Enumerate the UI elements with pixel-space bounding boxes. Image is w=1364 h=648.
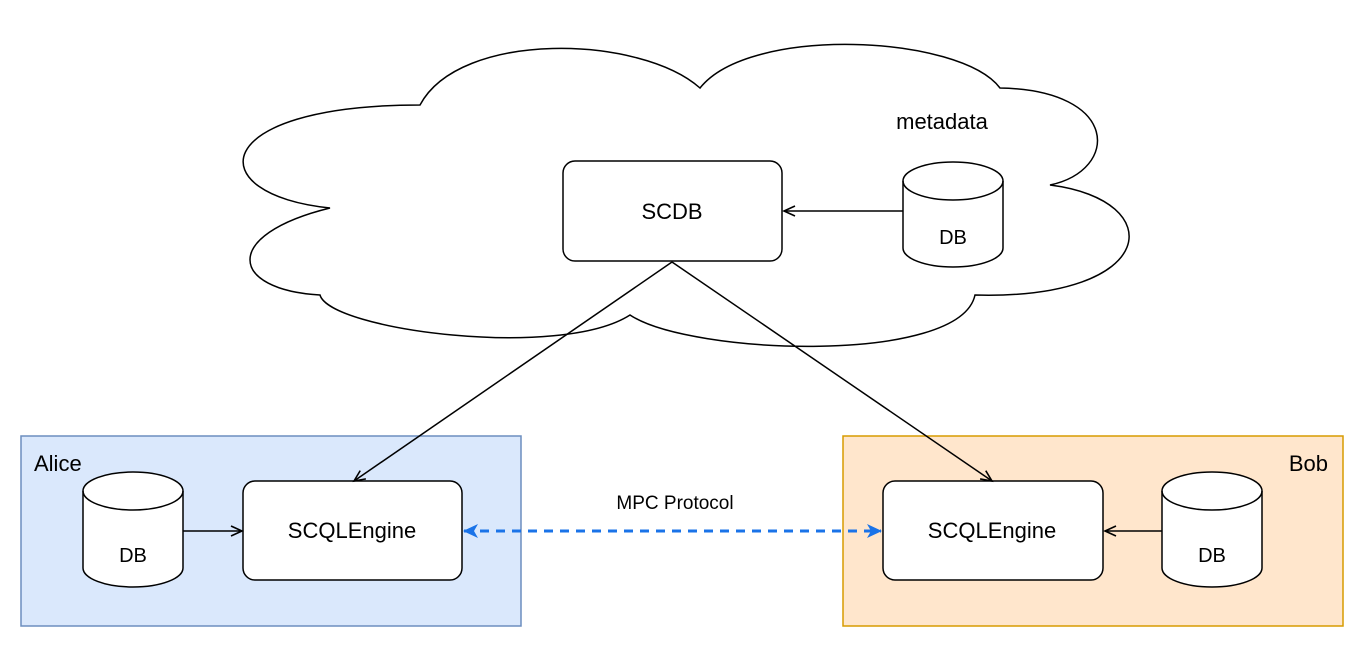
mpc-protocol-link: MPC Protocol: [463, 493, 882, 538]
alice-label: Alice: [34, 451, 82, 476]
bob-party: Bob SCQLEngine DB: [842, 435, 1344, 627]
bob-db-cylinder: [1161, 471, 1263, 588]
mpc-protocol-label: MPC Protocol: [616, 493, 733, 514]
bob-db-label: DB: [1198, 545, 1226, 567]
scdb-box: [562, 160, 783, 262]
alice-db-label: DB: [119, 545, 147, 567]
alice-db-cylinder: [82, 471, 184, 588]
scdb-label: SCDB: [641, 199, 702, 224]
scdb-to-bob-engine-arrow: [671, 261, 994, 483]
alice-engine-label: SCQLEngine: [288, 518, 416, 543]
metadata-db-label: DB: [939, 227, 967, 249]
scdb-to-alice-engine-arrow: [352, 261, 673, 483]
metadata-db-cylinder: [902, 161, 1004, 268]
metadata-label: metadata: [896, 109, 988, 134]
bob-label: Bob: [1289, 451, 1328, 476]
metadata-db-node: DB: [902, 161, 1004, 268]
alice-party: Alice DB SCQLEngine: [20, 435, 522, 627]
bob-engine-label: SCQLEngine: [928, 518, 1056, 543]
scdb-node: SCDB: [562, 160, 783, 262]
